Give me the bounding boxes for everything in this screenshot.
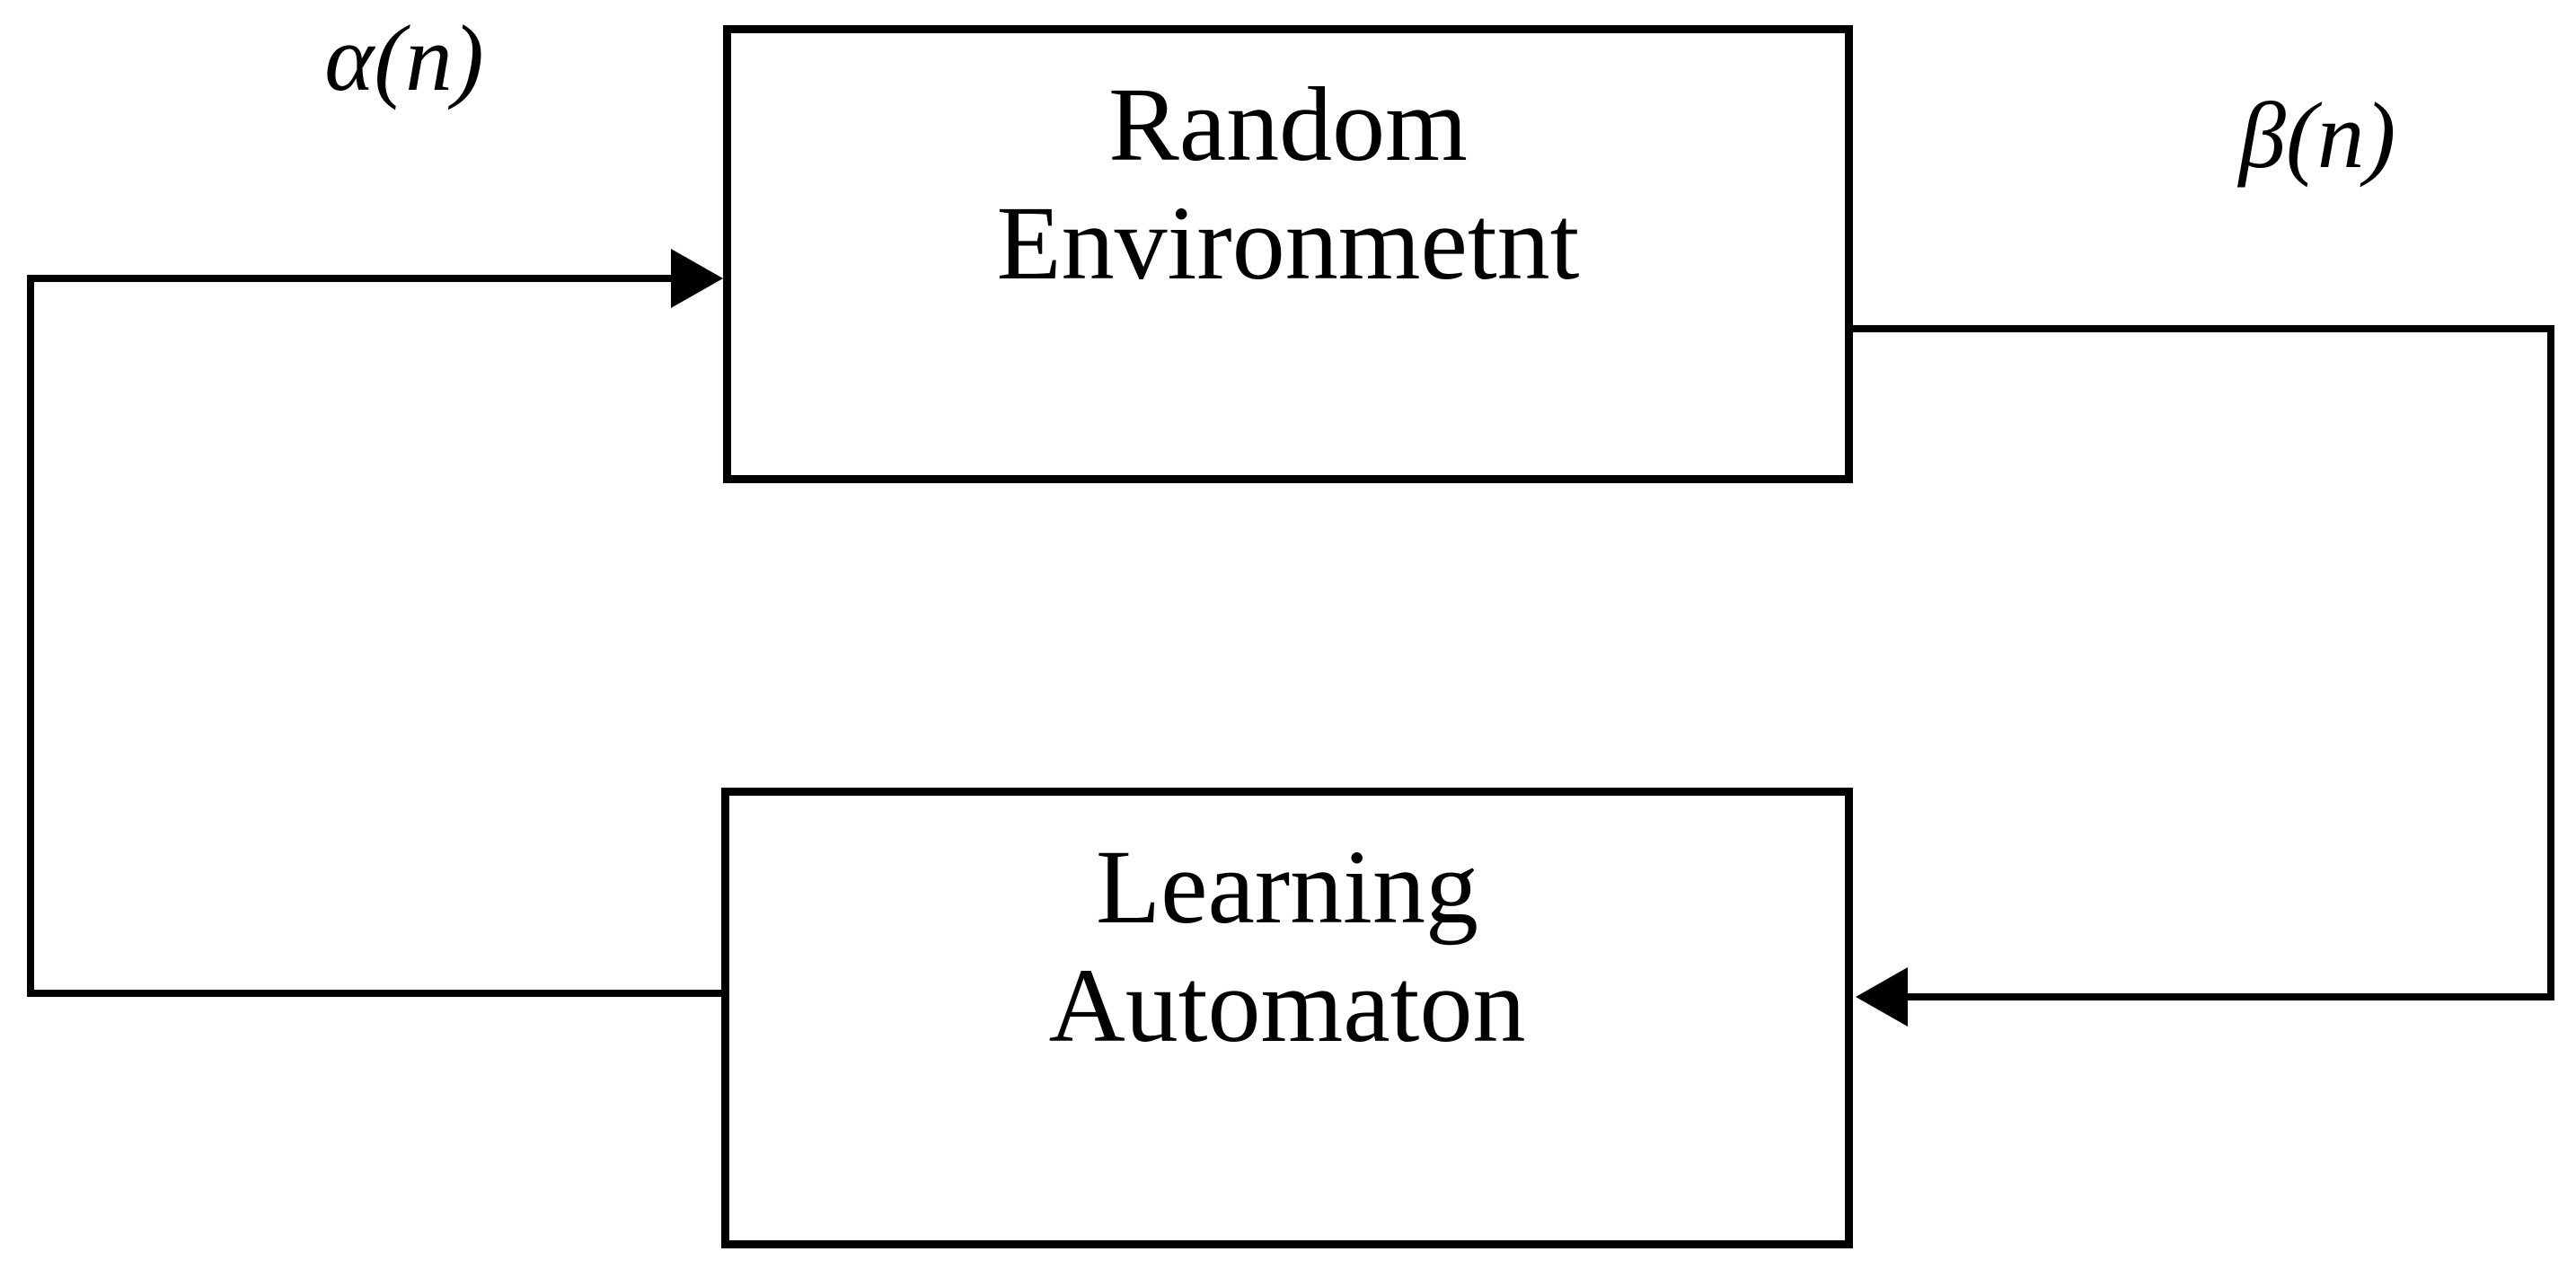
alpha-wire-top-segment [27, 275, 671, 282]
beta-wire-bottom-segment [1908, 993, 2554, 1000]
random-environment-box: Random Environmetnt [723, 25, 1853, 483]
alpha-wire-left-segment [27, 275, 34, 997]
beta-wire-right-segment [2547, 325, 2554, 1000]
learning-automaton-title-line1: Learning [1096, 828, 1478, 946]
learning-automaton-box: Learning Automaton [721, 788, 1853, 1248]
alpha-wire-bottom-segment [27, 990, 721, 997]
arrowhead-into-automaton-icon [1856, 967, 1908, 1027]
arrowhead-into-environment-icon [671, 249, 723, 308]
learning-automaton-title-line2: Automaton [1048, 947, 1526, 1065]
random-environment-title-line2: Environmetnt [996, 184, 1580, 303]
random-environment-title-line1: Random [1108, 66, 1468, 183]
beta-response-label: β(n) [2238, 83, 2396, 188]
beta-wire-top-segment [1853, 325, 2554, 332]
alpha-action-label: α(n) [324, 5, 484, 110]
